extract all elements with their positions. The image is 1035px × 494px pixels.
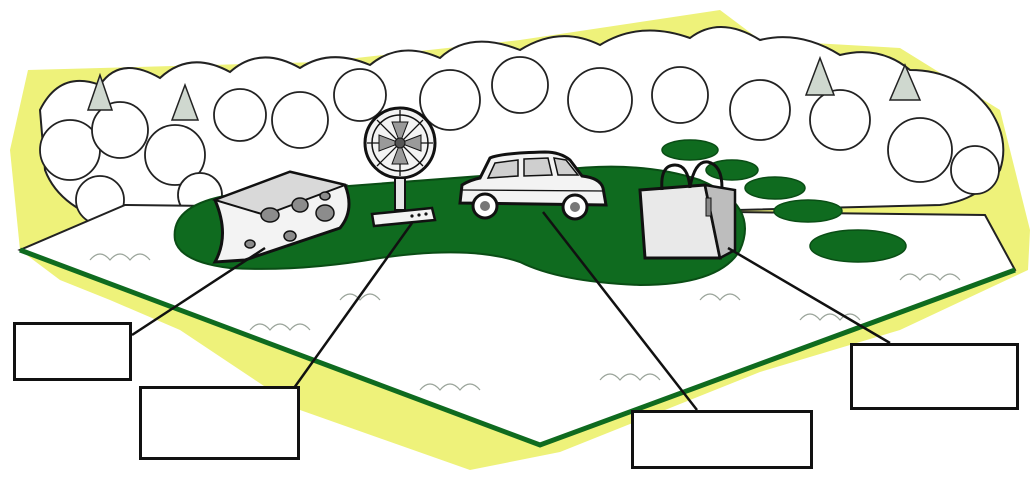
answer-box-fan[interactable] xyxy=(139,386,300,460)
stepping-stones xyxy=(661,139,907,263)
leader-line-fan xyxy=(292,222,414,389)
cheese-icon xyxy=(211,170,351,264)
fan-icon xyxy=(363,106,437,228)
pine-trees xyxy=(86,55,922,121)
shopping-bag-icon xyxy=(638,160,737,260)
leader-line-cheese xyxy=(131,246,266,337)
ground-edge xyxy=(19,247,1016,448)
answer-box-cheese[interactable] xyxy=(13,322,132,381)
answer-box-bag[interactable] xyxy=(850,343,1019,410)
leader-line-bag xyxy=(727,246,891,345)
trees xyxy=(39,56,1000,225)
car-icon xyxy=(458,150,608,221)
leader-lines xyxy=(131,211,891,411)
undergrowth xyxy=(89,253,961,391)
leader-line-car xyxy=(542,211,698,411)
answer-box-car[interactable] xyxy=(631,410,813,469)
